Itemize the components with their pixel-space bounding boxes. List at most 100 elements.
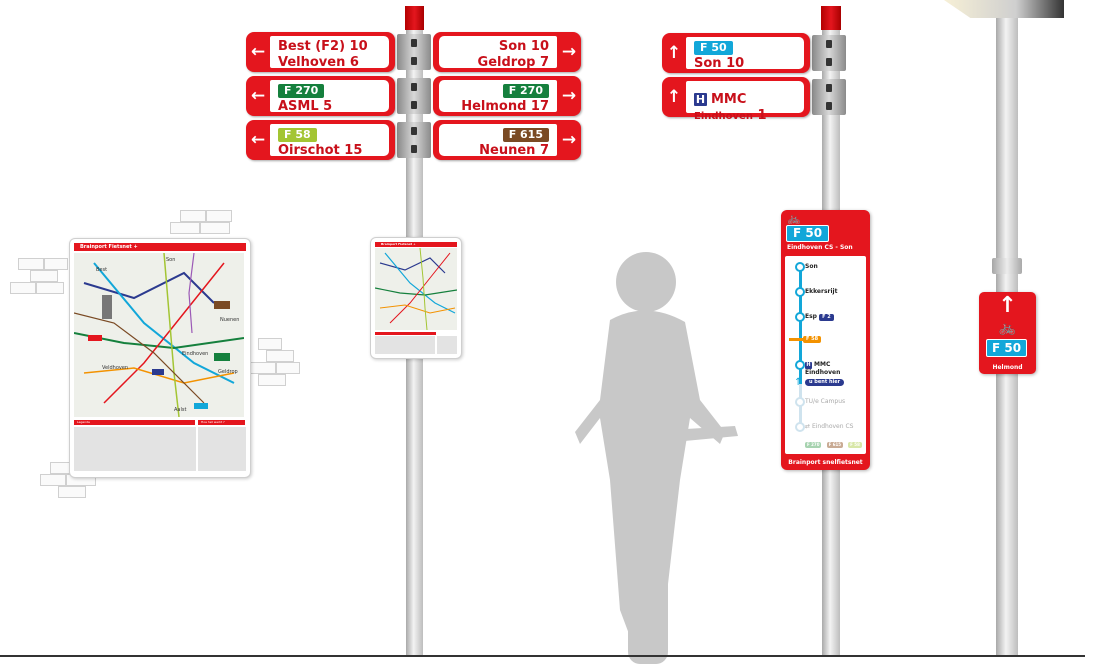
crossing-line-f58 [789, 338, 813, 341]
route-tag: F 270 [278, 84, 325, 98]
stop-son: Son [805, 263, 818, 270]
legend-header [375, 332, 436, 335]
arrow-up-icon: ↑ [998, 293, 1017, 318]
bicycle-icon: 🚲 [998, 320, 1017, 336]
sign-distance: 1 [757, 108, 767, 123]
map-place-eindhoven: Eindhoven [182, 351, 209, 357]
sign-line: Velhoven 6 [278, 55, 359, 70]
direction-sign-asml: F 270 ASML 5 [246, 76, 395, 116]
stop-esp: Esp F 2 [805, 313, 834, 321]
map-board-small: Brainport Fietsnet + [370, 237, 462, 359]
legend-header: Legenda [74, 420, 195, 425]
map-board-title: Brainport Fietsnet + [375, 242, 457, 247]
stop-dot [795, 422, 805, 432]
sign-line: MMC [711, 92, 747, 107]
route-board-footer: Brainport snelfietsnet [788, 459, 863, 466]
transfer-badges: F 270 F 615 F 58 [805, 431, 865, 450]
left-pole-cap [405, 6, 424, 30]
sign-subline: Eindhoven [694, 111, 753, 122]
route-line [799, 266, 802, 384]
arrow-left-icon [246, 76, 270, 116]
stop-tue-campus: TU/e Campus [805, 398, 846, 405]
route-tag: F 50 [786, 225, 830, 242]
network-map [374, 247, 458, 331]
sign-line: Geldrop 7 [477, 55, 549, 70]
how-it-works-panel [198, 427, 246, 471]
lamp-head [944, 0, 1064, 18]
right-pole-cap [821, 6, 841, 30]
destination-label: Helmond [992, 364, 1023, 371]
route-tag: F 50 [986, 339, 1028, 357]
map-place-aalst: Aalst [174, 407, 187, 413]
direction-sign-oirschot: F 58 Oirschot 15 [246, 120, 395, 160]
sign-line: Son 10 [498, 39, 549, 54]
route-tag: F 615 [502, 128, 549, 142]
map-board-large: Brainport Fietsnet + Son Best Veldhoven … [69, 238, 251, 478]
route-tag: F 270 [805, 442, 822, 448]
arrow-left-icon [246, 120, 270, 160]
arrow-left-icon [246, 32, 270, 72]
arrow-right-icon [557, 76, 581, 116]
sign-line: Neunen 7 [479, 143, 549, 158]
network-map-graphic [374, 247, 458, 331]
train-icon: ⇄ [805, 423, 811, 430]
arrow-right-icon [557, 120, 581, 160]
sign-clamp [397, 78, 431, 114]
sign-clamp [397, 34, 431, 70]
route-tag: F 58 [848, 442, 862, 448]
route-sign-f50-helmond: ↑ 🚲 F 50 Helmond [979, 292, 1036, 374]
legend-panel [375, 336, 435, 354]
route-tag: F 58 [278, 128, 317, 142]
map-place-veldhoven: Veldhoven [102, 365, 129, 371]
map-place-geldrop: Geldrop [218, 369, 238, 375]
sign-line: Best (F2) 10 [278, 39, 368, 54]
sign-line: ASML 5 [278, 99, 333, 114]
map-board-title: Brainport Fietsnet + [74, 243, 246, 251]
how-it-works-panel [437, 336, 457, 354]
route-tag: F 58 [803, 336, 822, 343]
map-place-best: Best [96, 267, 108, 273]
map-place-nuenen: Nuenen [220, 317, 240, 323]
route-tag: F 270 [502, 84, 549, 98]
lamp-collar [992, 258, 1022, 274]
direction-sign-mmc: H MMC Eindhoven 1 [662, 77, 810, 123]
stop-dot [795, 360, 805, 370]
sign-clamp [812, 35, 846, 71]
direction-sign-best-velhoven: Best (F2) 10 Velhoven 6 [246, 32, 395, 72]
hospital-icon: H [694, 93, 707, 106]
direction-sign-helmond: F 270 Helmond 17 [433, 76, 581, 116]
stop-eindhoven-cs: ⇄ Eindhoven CS [805, 423, 854, 430]
arrow-up-icon [662, 33, 686, 73]
network-map: Son Best Veldhoven Eindhoven Geldrop Nue… [73, 252, 245, 418]
you-are-here-badge: u bent hier [805, 379, 845, 386]
arrow-right-icon [557, 32, 581, 72]
map-place-son: Son [166, 257, 176, 263]
direction-sign-neunen: F 615 Neunen 7 [433, 120, 581, 160]
stop-dot [795, 312, 805, 322]
route-tag: F 615 [826, 442, 844, 448]
sign-line: Helmond 17 [461, 99, 549, 114]
route-board-f50: 🚲 F 50 Eindhoven CS - Son Son Ekkersrijt… [781, 210, 870, 470]
sign-clamp [397, 122, 431, 158]
sign-line: Oirschot 15 [278, 143, 363, 158]
ground-line [0, 655, 1085, 657]
sign-line: Son 10 [694, 56, 745, 71]
stop-dot [795, 287, 805, 297]
stop-dot [795, 262, 805, 272]
cyclist-silhouette [575, 252, 738, 664]
stop-dot [795, 397, 805, 407]
sign-clamp [812, 79, 846, 115]
route-line-muted [799, 384, 802, 430]
legend-panel [74, 427, 196, 471]
how-it-works-header: Hoe het werkt ? [198, 420, 245, 425]
direction-sign-son: F 50 Son 10 [662, 33, 810, 73]
stop-ekkersrijt: Ekkersrijt [805, 288, 838, 295]
network-map-graphic [73, 252, 245, 418]
arrow-up-icon [662, 77, 686, 117]
direction-sign-son-geldrop: Son 10 Geldrop 7 [433, 32, 581, 72]
bicycle-icon: 🚲 [787, 212, 801, 225]
you-are-here-arrow-icon: ↑ [794, 377, 803, 388]
route-name: Eindhoven CS - Son [787, 244, 853, 251]
